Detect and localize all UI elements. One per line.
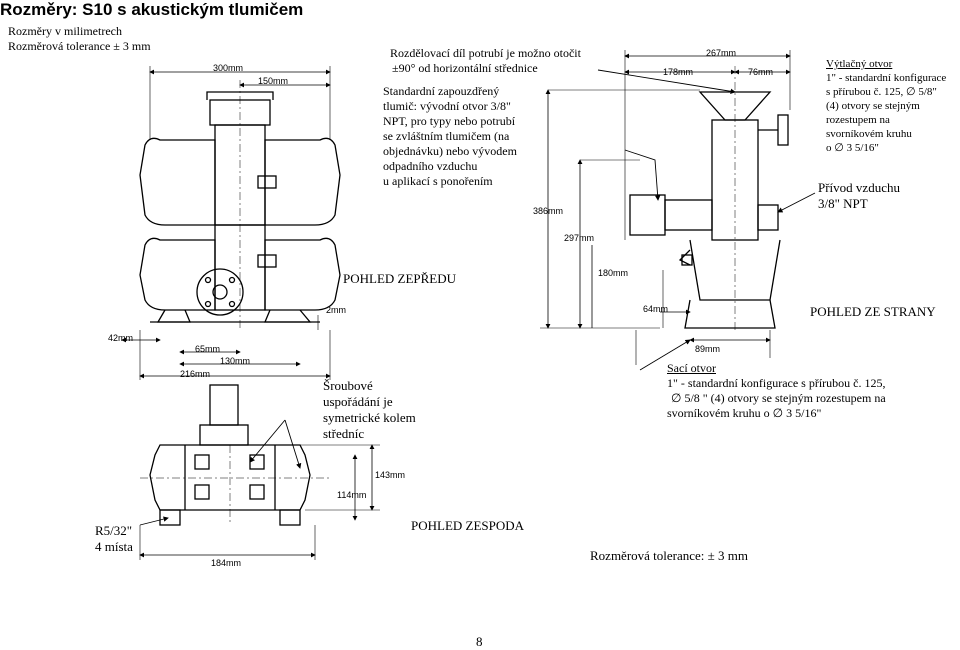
footer-tolerance: Rozměrová tolerance: ± 3 mm — [590, 548, 749, 563]
bottom-view-label: POHLED ZESPODA — [411, 518, 525, 533]
dim-42: 42mm — [108, 333, 134, 343]
front-view-label: POHLED ZEPŘEDU — [343, 271, 457, 286]
suction-note: Sací otvor 1" - standardní konfigurace s… — [667, 361, 886, 420]
dim-64: 64mm — [643, 304, 669, 314]
dim-2: 2mm — [326, 305, 346, 315]
dim-267: 267mm — [706, 48, 737, 58]
radius-note: R5/32" 4 místa — [95, 523, 133, 554]
page-title: Rozměry: S10 s akustickým tlumičem — [0, 0, 304, 19]
discharge-note: Výtlačný otvor 1" - standardní konfigura… — [826, 58, 947, 154]
dim-130: 130mm — [220, 356, 251, 366]
dim-150: 150mm — [258, 76, 289, 86]
tolerance-note: Rozměrová tolerance ± 3 mm — [8, 39, 151, 53]
dim-143: 143mm — [375, 470, 406, 480]
muffler-note: Standardní zapouzdřený tlumič: vývodní o… — [383, 84, 517, 188]
bottom-view-drawing — [139, 384, 380, 560]
dim-184: 184mm — [211, 558, 242, 568]
page-number: 8 — [476, 634, 483, 649]
dim-114: 114mm — [337, 490, 367, 500]
manifold-note: Rozdělovací díl potrubí je možno otočit … — [390, 46, 581, 75]
units-note: Rozměry v milimetrech — [8, 24, 122, 38]
dim-300: 300mm — [213, 63, 244, 73]
side-view-label: POHLED ZE STRANY — [810, 304, 936, 319]
side-view-drawing — [540, 50, 816, 371]
air-inlet-note: Přívod vzduchu 3/8" NPT — [818, 180, 900, 211]
dim-89: 89mm — [695, 344, 721, 354]
dim-65: 65mm — [195, 344, 221, 354]
front-view-drawing — [121, 66, 341, 380]
dim-180: 180mm — [598, 268, 629, 278]
bolt-note: Šroubové uspořádání je symetrické kolem … — [323, 378, 416, 441]
